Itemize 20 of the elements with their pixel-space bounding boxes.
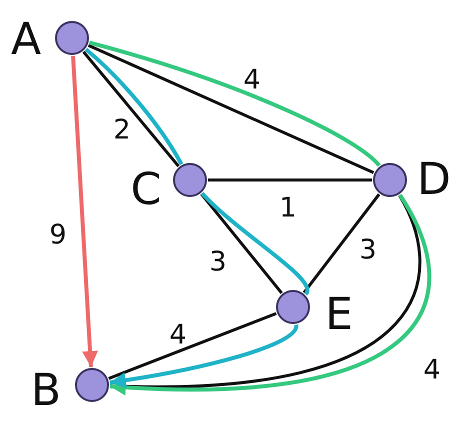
edge-line [200, 192, 310, 296]
vertex-label: B [30, 369, 62, 413]
edge-label: 9 [49, 222, 67, 248]
vertex-label: E [325, 293, 353, 337]
edge-line [108, 312, 277, 380]
arrow [110, 324, 298, 388]
edge-label: 1 [279, 194, 297, 222]
edge-label: 4 [243, 66, 261, 94]
edge-label: 4 [423, 356, 441, 384]
vertex-label: C [130, 168, 162, 212]
edge-label: 3 [359, 236, 377, 264]
edge-label: 4 [169, 322, 187, 348]
edge-label: 2 [113, 116, 131, 144]
arrow [71, 56, 98, 368]
edge-label: 3 [209, 248, 227, 276]
vertex-label: A [10, 18, 42, 62]
edge-line [200, 193, 283, 294]
edge-line [302, 193, 380, 294]
edge-line [208, 178, 372, 182]
vertex-label: D [417, 158, 451, 202]
